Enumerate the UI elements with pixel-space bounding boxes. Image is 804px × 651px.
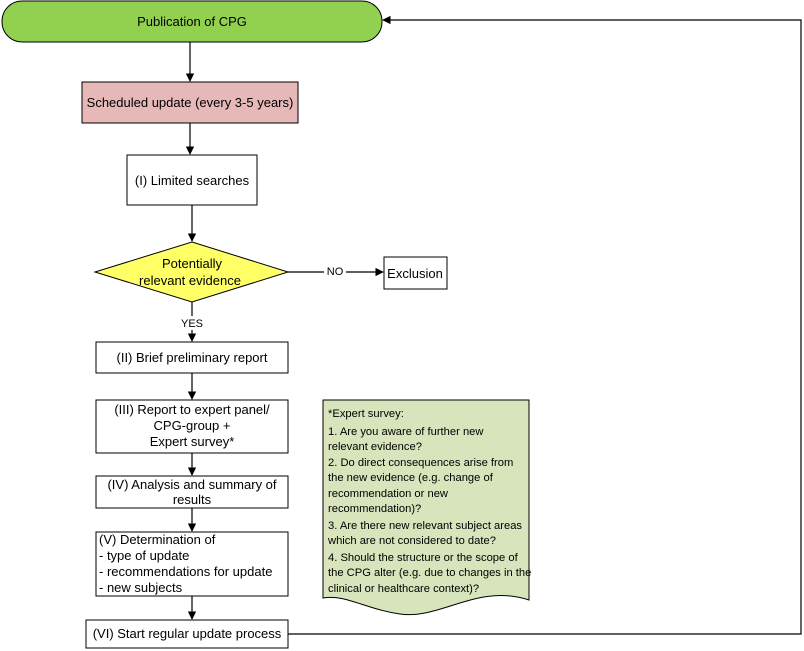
note-line-5: the new evidence (e.g. change of	[328, 472, 494, 484]
note-line-8: 3. Are there new relevant subject areas	[328, 520, 522, 532]
publication-label: Publication of CPG	[137, 14, 247, 29]
determination-line-2: - type of update	[99, 548, 189, 563]
note-line-9: which are not considered to date?	[327, 535, 496, 547]
limited-searches-node: (I) Limited searches	[126, 154, 258, 206]
expert-survey-note: *Expert survey: 1. Are you aware of furt…	[322, 399, 531, 616]
note-line-3: relevant evidence?	[328, 441, 422, 453]
note-line-4: 2. Do direct consequences arise from	[328, 457, 513, 469]
no-label-bg	[324, 264, 346, 278]
report-expert-line-2: CPG-group +	[154, 418, 231, 433]
start-update-label: (VI) Start regular update process	[93, 626, 282, 641]
report-expert-line-3: Expert survey*	[150, 434, 235, 449]
decision-node: Potentially relevant evidence	[93, 241, 290, 303]
note-line-12: clinical or healthcare context)?	[328, 583, 479, 595]
yes-label-bg	[178, 316, 206, 330]
scheduled-update-label: Scheduled update (every 3-5 years)	[87, 95, 294, 110]
determination-line-1: (V) Determination of	[99, 532, 216, 547]
limited-searches-label: (I) Limited searches	[135, 173, 250, 188]
analysis-line-1: (IV) Analysis and summary of	[107, 477, 276, 492]
exclusion-node: Exclusion	[383, 256, 448, 290]
determination-node: (V) Determination of - type of update - …	[95, 531, 289, 597]
note-line-7: recommendation)?	[328, 503, 421, 515]
note-line-10: 4. Should the structure or the scope of	[328, 552, 519, 564]
note-line-1: *Expert survey:	[328, 408, 404, 420]
note-line-11: the CPG alter (e.g. due to changes in th…	[328, 567, 531, 579]
start-update-node: (VI) Start regular update process	[85, 619, 289, 649]
arrow-loop-back-to-publication	[288, 15, 802, 635]
preliminary-report-label: (II) Brief preliminary report	[117, 350, 268, 365]
note-line-2: 1. Are you aware of further new	[328, 426, 484, 438]
decision-label-line-1: Potentially	[162, 256, 222, 271]
analysis-line-2: results	[173, 492, 212, 507]
decision-label-line-2: relevant evidence	[139, 273, 241, 288]
determination-line-3: - recommendations for update	[99, 564, 272, 579]
note-line-6: recommendation or new	[328, 488, 449, 500]
exclusion-label: Exclusion	[387, 266, 443, 281]
report-expert-node: (III) Report to expert panel/ CPG-group …	[95, 399, 289, 454]
edge-label-yes: YES	[181, 318, 203, 330]
preliminary-report-node: (II) Brief preliminary report	[95, 341, 289, 374]
determination-line-4: - new subjects	[99, 580, 183, 595]
report-expert-line-1: (III) Report to expert panel/	[114, 402, 270, 417]
scheduled-update-node: Scheduled update (every 3-5 years)	[81, 81, 299, 124]
analysis-node: (IV) Analysis and summary of results	[95, 475, 289, 509]
publication-node: Publication of CPG	[1, 0, 383, 43]
edge-label-no: NO	[327, 266, 344, 278]
